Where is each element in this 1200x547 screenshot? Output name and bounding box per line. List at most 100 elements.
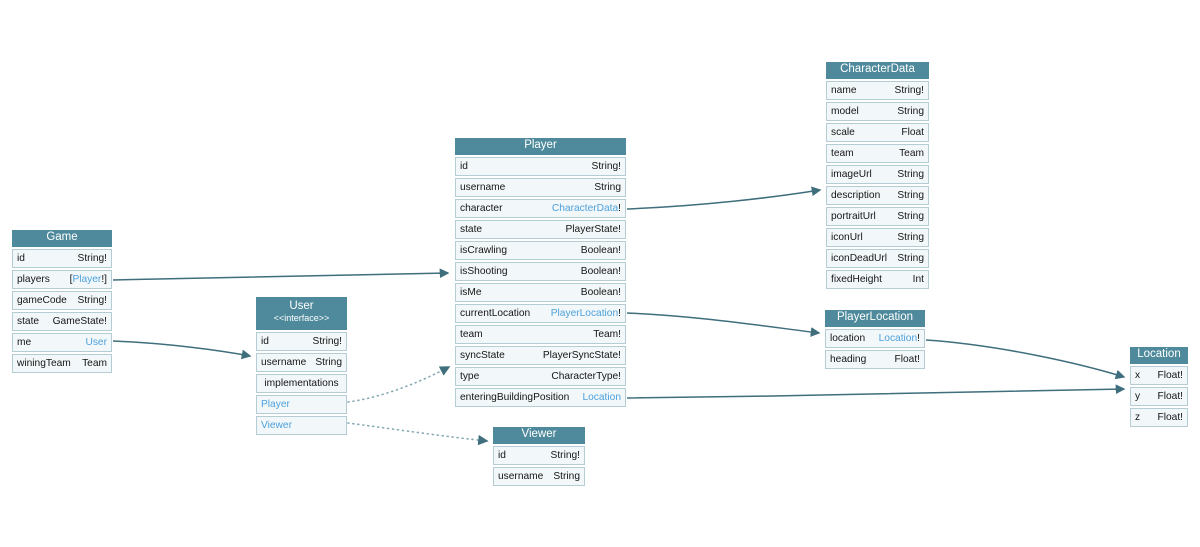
field-name: id — [498, 450, 506, 461]
field-type: String — [897, 253, 924, 264]
type-link[interactable]: Viewer — [261, 420, 292, 431]
field-row[interactable]: id String! — [256, 332, 347, 351]
field-name: id — [460, 161, 468, 172]
field-type: Float! — [1157, 391, 1183, 402]
field-name: players — [17, 274, 50, 285]
type-title: Viewer — [521, 428, 557, 440]
field-type: GameState! — [52, 316, 107, 327]
edge-PlayerLocation.location-to-Location — [925, 339, 1126, 380]
field-type: Location — [582, 392, 621, 403]
field-name: fixedHeight — [831, 274, 882, 285]
field-name: model — [831, 106, 859, 117]
type-node-header-player[interactable]: Player — [455, 138, 626, 155]
field-type: String — [897, 190, 924, 201]
field-type: String — [594, 182, 621, 193]
field-name: portraitUrl — [831, 211, 876, 222]
field-row[interactable]: players [Player!] — [12, 270, 112, 289]
field-name: winingTeam — [17, 358, 71, 369]
type-node-header-characterData[interactable]: CharacterData — [826, 62, 929, 79]
field-row[interactable]: y Float! — [1130, 387, 1188, 406]
field-name: id — [261, 336, 269, 347]
field-type: Float! — [894, 354, 920, 365]
field-name: heading — [830, 354, 867, 365]
field-name: me — [17, 337, 32, 348]
type-title: Player — [524, 139, 557, 151]
field-type: Boolean! — [580, 245, 621, 256]
edge-Game.players-to-Player — [112, 268, 450, 281]
field-name: x — [1135, 370, 1141, 381]
field-type: String — [897, 169, 924, 180]
type-link[interactable]: PlayerLocation — [550, 308, 619, 319]
type-node-header-viewer[interactable]: Viewer — [493, 427, 585, 444]
field-type: PlayerLocation! — [551, 308, 621, 319]
implementation-link-row[interactable]: Player — [256, 395, 347, 414]
field-row[interactable]: imageUrl String — [826, 165, 929, 184]
field-name: username — [460, 182, 506, 193]
type-text: [ — [69, 274, 73, 285]
field-type: PlayerSyncState! — [542, 350, 621, 361]
edge-Game.me-to-User — [112, 340, 252, 360]
type-title: User — [289, 300, 314, 312]
field-name: y — [1135, 391, 1141, 402]
type-link[interactable]: Location — [878, 333, 918, 344]
edge-Player.enteringBuildingPosition-to-Location — [626, 384, 1126, 399]
field-type: String! — [312, 336, 342, 347]
type-text: !] — [101, 274, 107, 285]
field-row[interactable]: winingTeam Team — [12, 354, 112, 373]
type-link[interactable]: Player — [72, 274, 102, 285]
field-type: Boolean! — [580, 266, 621, 277]
field-type: Team — [82, 358, 107, 369]
type-link[interactable]: CharacterData — [551, 203, 619, 214]
type-link[interactable]: User — [85, 337, 107, 348]
field-type: String! — [894, 85, 924, 96]
type-node-header-game[interactable]: Game — [12, 230, 112, 247]
field-name: scale — [831, 127, 855, 138]
field-name: imageUrl — [831, 169, 872, 180]
field-name: type — [460, 371, 480, 382]
type-link[interactable]: Player — [261, 399, 290, 410]
type-node-header-user[interactable]: User<<interface>> — [256, 297, 347, 330]
field-row[interactable]: username String — [455, 178, 626, 197]
field-name: description — [831, 190, 881, 201]
type-title: Location — [1137, 348, 1181, 360]
implementations-section-row[interactable]: implementations — [256, 374, 347, 393]
field-row[interactable]: heading Float! — [825, 350, 925, 369]
implementation-link-row[interactable]: Viewer — [256, 416, 347, 435]
type-node-header-location[interactable]: Location — [1130, 347, 1188, 364]
field-type: Boolean! — [580, 287, 621, 298]
field-row[interactable]: currentLocation PlayerLocation! — [455, 304, 626, 323]
type-link[interactable]: Location — [582, 392, 621, 403]
field-name: currentLocation — [460, 308, 531, 319]
field-row[interactable]: description String — [826, 186, 929, 205]
field-row[interactable]: me User — [12, 333, 112, 352]
type-node-header-playerLocation[interactable]: PlayerLocation — [825, 310, 925, 327]
